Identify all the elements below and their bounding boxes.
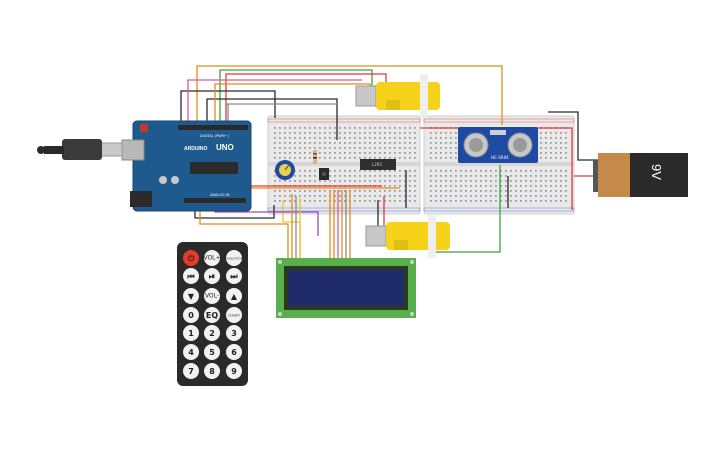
remote-keypad: ⏻ VOL+ FUNC/STOP ⏮ ⏯ ⏭ ▼ VOL- ▲ 0 EQ ST/REPT 1 2 3 4 5 6 7…: [183, 250, 243, 379]
motor-driver-label: L293: [372, 162, 382, 167]
reset-button[interactable]: [140, 124, 148, 132]
remote-key[interactable]: [204, 288, 220, 304]
wire-orange-top: [196, 65, 503, 130]
motor-driver-chip: L293: [360, 159, 396, 170]
remote-key-label: ⏻: [188, 254, 195, 263]
lcd-display: [276, 258, 416, 318]
remote-key[interactable]: [226, 363, 242, 379]
remote-key-label: 5: [209, 348, 215, 357]
remote-key-label: ▲: [231, 292, 238, 301]
remote-key[interactable]: [204, 325, 220, 341]
remote-key-label: ▼: [188, 292, 195, 301]
wire-black-top-b: [206, 98, 338, 140]
remote-key[interactable]: [226, 268, 242, 284]
remote-key-label: 3: [231, 329, 237, 338]
remote-key[interactable]: [226, 250, 242, 266]
remote-key-label: VOL+: [203, 255, 220, 262]
ir-receiver: [319, 168, 329, 180]
remote-key[interactable]: [226, 325, 242, 341]
usb-cable: [37, 139, 123, 160]
wire-red-top: [225, 73, 387, 128]
remote-key-label: ⏯: [209, 272, 215, 281]
remote-key-label: ST/REPT: [228, 314, 241, 318]
remote-key-label: 0: [188, 311, 194, 320]
motor-top: [355, 74, 440, 118]
remote-key-label: 6: [231, 348, 237, 357]
usb-port: [121, 139, 145, 161]
remote-key-label: 1: [188, 329, 194, 338]
remote-key-label: 8: [209, 367, 215, 376]
remote-key-label: 2: [209, 329, 215, 338]
remote-key-label: 7: [188, 367, 194, 376]
remote-key-label: FUNC/STOP: [225, 257, 242, 261]
remote-key[interactable]: [204, 250, 220, 266]
remote-key[interactable]: [204, 363, 220, 379]
remote-key[interactable]: [183, 307, 199, 323]
power-jack: [130, 191, 152, 207]
remote-key-label: ⏮: [187, 272, 194, 281]
arduino-model: UNO: [216, 143, 234, 152]
remote-key-label: ⏭: [230, 272, 238, 281]
remote-key-label: EQ: [206, 311, 218, 320]
remote-key[interactable]: [226, 344, 242, 360]
sensor-label: HC-SR04: [491, 155, 509, 160]
battery-label: 9V: [649, 164, 664, 180]
remote-key[interactable]: [204, 344, 220, 360]
remote-key[interactable]: [204, 268, 220, 284]
remote-key[interactable]: [226, 288, 242, 304]
arduino-analog-label: ANALOG IN: [210, 193, 230, 197]
remote-key[interactable]: [183, 344, 199, 360]
arduino-digital-label: DIGITAL (PWM~): [200, 134, 230, 138]
resistor: [313, 150, 317, 164]
arduino-uno-board[interactable]: ARDUINO UNO DIGITAL (PWM~) ANALOG IN: [121, 120, 252, 212]
remote-key[interactable]: [183, 250, 199, 266]
motor-bottom: [365, 214, 450, 258]
remote-key-label: VOL-: [205, 293, 219, 300]
arduino-brand: ARDUINO: [184, 146, 207, 152]
remote-key[interactable]: [183, 325, 199, 341]
wire-orange-bottom: [199, 205, 289, 260]
remote-key[interactable]: [183, 363, 199, 379]
remote-key[interactable]: [204, 307, 220, 323]
remote-key[interactable]: [183, 268, 199, 284]
battery-9v: 9V: [593, 153, 688, 197]
ultrasonic-sensor: HC-SR04: [458, 127, 538, 163]
wire-black-right: [548, 111, 600, 161]
remote-key-label: 4: [188, 348, 194, 357]
remote-key-label: 9: [231, 367, 237, 376]
remote-key[interactable]: [226, 307, 242, 323]
wire-pink: [187, 79, 362, 130]
wire-green-bottom: [430, 165, 501, 253]
potentiometer[interactable]: [275, 160, 295, 180]
ir-remote: ⏻ VOL+ FUNC/STOP ⏮ ⏯ ⏭ ▼ VOL- ▲ 0 EQ ST/REPT 1 2 3 4 5 6 7…: [177, 242, 248, 386]
remote-key[interactable]: [183, 288, 199, 304]
